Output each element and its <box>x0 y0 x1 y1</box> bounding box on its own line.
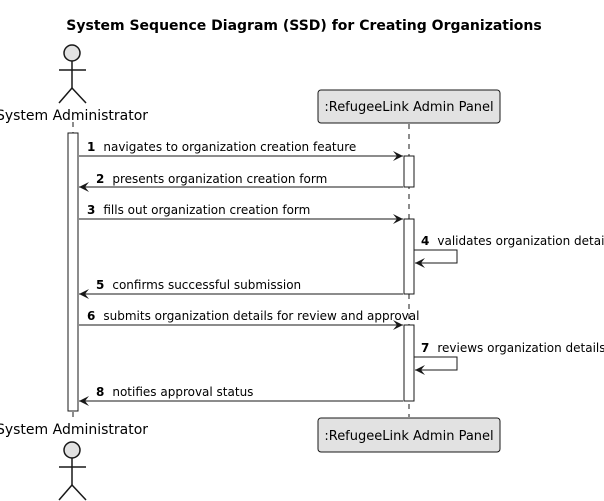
system-participant-box-top <box>317 89 501 124</box>
message-label: 7 reviews organization details <box>421 339 604 356</box>
message-label: 1 navigates to organization creation fea… <box>87 138 356 155</box>
system-activation-bar <box>403 155 415 188</box>
actor-label-bottom: System Administrator <box>0 422 148 438</box>
message-label: 5 confirms successful submission <box>96 276 301 293</box>
system-participant-box-bottom <box>317 417 501 453</box>
actor-activation-bar <box>67 132 79 412</box>
actor-icon-top <box>58 44 87 104</box>
message-label: 6 submits organization details for revie… <box>87 307 419 324</box>
message-label: 3 fills out organization creation form <box>87 201 310 218</box>
actor-icon-bottom <box>58 441 87 501</box>
system-activation-bar <box>403 324 415 402</box>
self-message-arrow <box>414 356 458 375</box>
diagram-title: System Sequence Diagram (SSD) for Creati… <box>66 18 541 34</box>
system-activation-bar <box>403 218 415 295</box>
message-label: 8 notifies approval status <box>96 383 253 400</box>
message-label: 4 validates organization details <box>421 232 604 249</box>
system-participant-label-top: :RefugeeLink Admin Panel <box>324 100 493 115</box>
system-participant-label-bottom: :RefugeeLink Admin Panel <box>324 429 493 444</box>
self-message-arrow <box>414 249 458 268</box>
message-label: 2 presents organization creation form <box>96 170 327 187</box>
actor-label-top: System Administrator <box>0 108 148 124</box>
